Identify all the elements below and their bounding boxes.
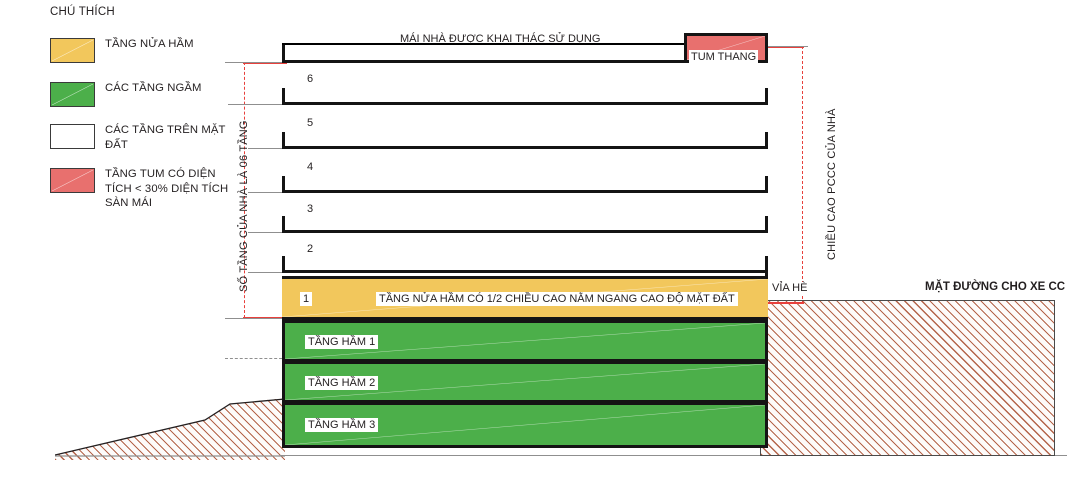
half-basement-band: 1 TẦNG NỬA HẦM CÓ 1/2 CHIỀU CAO NẰM NGAN… <box>282 276 768 320</box>
basement-2: TẦNG HẦM 2 <box>282 361 768 403</box>
slab-floor-5 <box>282 146 768 149</box>
penthouse-block: TUM THANG <box>684 33 768 64</box>
ext-line-ground <box>225 318 287 319</box>
ext-line-f5 <box>248 148 286 149</box>
basement-3-label: TẦNG HẦM 3 <box>305 418 379 432</box>
tick-right-3 <box>765 216 768 231</box>
roof-top-line <box>282 43 768 45</box>
legend-label-penthouse: TẦNG TUM CÓ DIỆN TÍCH < 30% DIỆN TÍCH SÀ… <box>105 168 229 209</box>
ext-line-roof <box>225 62 287 63</box>
slab-floor-3 <box>282 230 768 233</box>
ext-line-basement1 <box>225 358 287 359</box>
floor-number-4: 4 <box>307 161 314 173</box>
legend-label-half-basement: TẦNG NỬA HẦM <box>105 38 194 50</box>
tick-left-4 <box>282 176 285 191</box>
road-label: MẶT ĐƯỜNG CHO XE CC <box>925 281 1066 293</box>
left-terrain-wedge <box>55 398 285 460</box>
tick-left-5 <box>282 132 285 147</box>
right-dim-line <box>802 46 803 304</box>
ext-line-f4 <box>248 192 286 193</box>
half-basement-note: TẦNG NỬA HẦM CÓ 1/2 CHIỀU CAO NẰM NGANG … <box>376 292 738 306</box>
basement-2-label: TẦNG HẦM 2 <box>305 376 379 390</box>
tick-left-3 <box>282 216 285 231</box>
floor-number-5: 5 <box>307 117 314 129</box>
tick-right-6 <box>765 88 768 103</box>
slab-floor-2 <box>282 270 768 273</box>
roof-slab <box>282 60 768 63</box>
basement-3: TẦNG HẦM 3 <box>282 402 768 448</box>
right-ground-mass <box>760 300 1055 456</box>
ext-line-f3 <box>248 232 286 233</box>
legend-label-basements: CÁC TẦNG NGẦM <box>105 82 202 94</box>
floor-number-6: 6 <box>307 73 314 85</box>
roof-note: MÁI NHÀ ĐƯỢC KHAI THÁC SỬ DỤNG <box>400 33 601 45</box>
legend-title: CHÚ THÍCH <box>50 6 115 18</box>
floor-number-3: 3 <box>307 203 314 215</box>
floor-number-2: 2 <box>307 243 314 255</box>
right-dimension-label: CHIỀU CAO PCCC CỦA NHÀ <box>826 108 838 260</box>
slab-floor-4 <box>282 190 768 193</box>
legend-swatch-basements <box>50 82 95 107</box>
half-basement-number: 1 <box>300 292 313 306</box>
right-dim-cap-bottom <box>768 302 804 304</box>
legend-label-above-ground: CÁC TẦNG TRÊN MẶT ĐẤT <box>105 124 226 151</box>
basement-1-label: TẦNG HẦM 1 <box>305 335 379 349</box>
basement-1: TẦNG HẦM 1 <box>282 320 768 362</box>
slab-floor-6 <box>282 102 768 105</box>
legend-swatch-penthouse <box>50 168 95 193</box>
legend-swatch-half-basement <box>50 38 95 63</box>
roof-tick-left <box>282 43 285 61</box>
left-dimension-label: SỐ TẦNG CỦA NHÀ LÀ 06 TẦNG <box>238 120 250 292</box>
tick-right-5 <box>765 132 768 147</box>
penthouse-label: TUM THANG <box>689 50 759 64</box>
left-dim-cap-bottom <box>243 317 287 319</box>
legend-swatch-above-ground <box>50 124 95 149</box>
ground-baseline <box>280 455 1067 457</box>
tick-left-6 <box>282 88 285 103</box>
tick-right-4 <box>765 176 768 191</box>
tick-right-1 <box>765 262 768 278</box>
right-ext-line-top <box>768 46 808 47</box>
ext-line-f6 <box>228 104 286 105</box>
ext-line-f2 <box>248 272 286 273</box>
left-dim-line <box>244 62 245 318</box>
sidewalk-label: VỈA HÈ <box>770 282 810 294</box>
tick-left-2 <box>282 256 285 271</box>
